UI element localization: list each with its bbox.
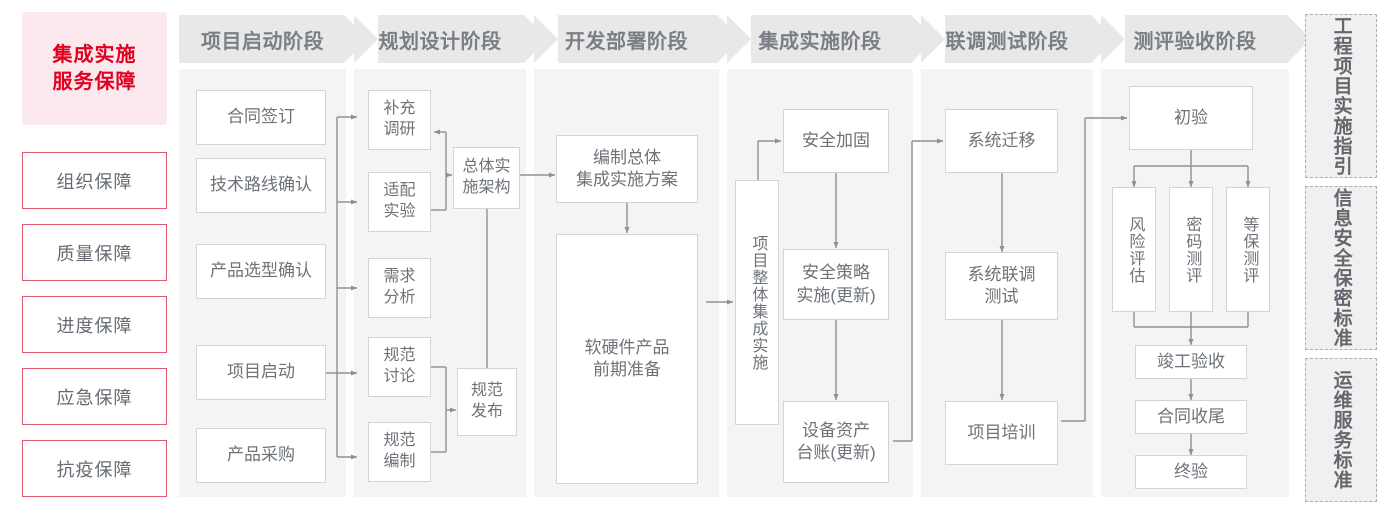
node-classified-protection-evaluation[interactable]: 等保测评 — [1226, 187, 1270, 312]
phase-header-label-4: 集成实施阶段 — [758, 30, 882, 53]
standard-label: 运维服务标准 — [1330, 370, 1352, 490]
node-line-1: 编制总体 — [593, 147, 661, 167]
chevron-notch-icon — [727, 15, 751, 63]
node-line-2: 讨论 — [383, 368, 416, 385]
chevron-notch-icon — [1101, 15, 1125, 63]
node-security-hardening[interactable]: 安全加固 — [783, 109, 889, 173]
node-equipment-asset-ledger[interactable]: 设备资产 台账(更新) — [783, 401, 889, 483]
node-line-2: 调研 — [383, 121, 416, 138]
node-line-2: 发布 — [470, 403, 503, 420]
node-spec-drafting[interactable]: 规范 编制 — [368, 422, 431, 482]
sidebar-item-quality[interactable]: 质量保障 — [22, 224, 167, 281]
chevron-shape — [921, 15, 1093, 63]
node-line-1: 总体实 — [462, 158, 511, 176]
node-line-2: 分析 — [383, 289, 416, 306]
node-hardware-software-preparation[interactable]: 软硬件产品 前期准备 — [556, 234, 698, 484]
phase-header-label-1: 项目启动阶段 — [201, 30, 324, 53]
standard-label: 信息安全保密标准 — [1330, 188, 1352, 348]
node-line-1: 需求 — [383, 268, 416, 286]
chevron-shape — [179, 15, 346, 63]
phase-header-label-5: 联调测试阶段 — [945, 30, 1069, 53]
standard-engineering-project-guideline[interactable]: 工程项目实施指引 — [1305, 14, 1377, 178]
sidebar-title: 集成实施 服务保障 — [22, 12, 167, 125]
standard-information-security-confidentiality[interactable]: 信息安全保密标准 — [1305, 186, 1377, 350]
node-line-2: 测试 — [984, 287, 1019, 306]
chevron-shape — [354, 15, 526, 63]
node-line-1: 设备资产 — [801, 420, 870, 440]
node-product-selection-confirm[interactable]: 产品选型确认 — [196, 244, 326, 299]
phase-header-label-6: 测评验收阶段 — [1133, 30, 1257, 53]
node-contract-closure[interactable]: 合同收尾 — [1135, 400, 1247, 434]
phase-header-3[interactable]: 开发部署阶段 — [534, 15, 742, 63]
sidebar-item-emergency[interactable]: 应急保障 — [22, 368, 167, 425]
node-line-2: 施架构 — [462, 179, 511, 196]
node-system-joint-debug-test[interactable]: 系统联调 测试 — [945, 252, 1058, 320]
node-line-1: 规范 — [383, 432, 416, 450]
node-cryptography-evaluation[interactable]: 密码测评 — [1169, 187, 1213, 312]
node-line-1: 软硬件产品 — [584, 337, 670, 357]
node-line-2: 编制 — [383, 453, 416, 470]
standard-operation-maintenance-service[interactable]: 运维服务标准 — [1305, 358, 1377, 502]
node-line-2: 实验 — [383, 203, 416, 220]
chevron-shape — [1101, 15, 1289, 63]
node-line-1: 补充 — [383, 100, 416, 118]
node-line-2: 台账(更新) — [796, 443, 876, 462]
node-preliminary-acceptance[interactable]: 初验 — [1129, 86, 1253, 150]
node-project-kickoff[interactable]: 项目启动 — [196, 345, 326, 400]
sidebar-title-line1: 集成实施 — [52, 43, 137, 66]
phase-header-label-2: 规划设计阶段 — [378, 30, 502, 53]
phase-header-label-3: 开发部署阶段 — [565, 30, 688, 53]
chevron-notch-icon — [354, 15, 378, 63]
node-overall-integration-plan[interactable]: 编制总体 集成实施方案 — [556, 135, 698, 203]
node-line-1: 规范 — [383, 347, 416, 365]
node-line-1: 系统联调 — [967, 264, 1036, 284]
node-completion-acceptance[interactable]: 竣工验收 — [1135, 345, 1247, 379]
node-line-2: 实施(更新) — [796, 285, 876, 305]
node-risk-assessment[interactable]: 风险评估 — [1112, 187, 1156, 312]
chevron-shape — [534, 15, 719, 63]
node-tech-route-confirm[interactable]: 技术路线确认 — [196, 158, 326, 213]
node-project-overall-integration[interactable]: 项目整体集成实施 — [735, 180, 779, 425]
node-overall-implementation-architecture[interactable]: 总体实 施架构 — [453, 147, 520, 209]
node-security-policy-implementation[interactable]: 安全策略 实施(更新) — [783, 249, 889, 320]
node-product-procurement[interactable]: 产品采购 — [196, 428, 326, 483]
node-spec-publication[interactable]: 规范 发布 — [457, 368, 517, 436]
node-final-acceptance[interactable]: 终验 — [1135, 455, 1247, 489]
node-project-training[interactable]: 项目培训 — [945, 401, 1058, 465]
node-spec-discussion[interactable]: 规范 讨论 — [368, 337, 431, 397]
chevron-shape — [727, 15, 913, 63]
phase-header-1[interactable]: 项目启动阶段 — [179, 15, 369, 63]
node-line-1: 适配 — [383, 182, 416, 200]
sidebar-item-schedule[interactable]: 进度保障 — [22, 296, 167, 353]
phase-header-6[interactable]: 测评验收阶段 — [1101, 15, 1312, 63]
sidebar-title-line2: 服务保障 — [52, 70, 137, 93]
chevron-notch-icon — [534, 15, 558, 63]
node-line-2: 集成实施方案 — [576, 170, 678, 189]
node-line-1: 规范 — [470, 382, 503, 400]
phase-header-5[interactable]: 联调测试阶段 — [921, 15, 1116, 63]
node-contract-signing[interactable]: 合同签订 — [196, 90, 326, 145]
phase-header-4[interactable]: 集成实施阶段 — [727, 15, 936, 63]
node-requirement-analysis[interactable]: 需求 分析 — [368, 258, 431, 318]
standard-label: 工程项目实施指引 — [1330, 16, 1352, 176]
node-supplementary-survey[interactable]: 补充 调研 — [368, 90, 431, 150]
sidebar-item-epidemic[interactable]: 抗疫保障 — [22, 440, 167, 497]
node-adaptation-experiment[interactable]: 适配 实验 — [368, 172, 431, 232]
node-system-migration[interactable]: 系统迁移 — [945, 109, 1058, 173]
node-line-1: 安全策略 — [801, 263, 870, 283]
chevron-notch-icon — [921, 15, 945, 63]
node-line-2: 前期准备 — [593, 360, 661, 379]
sidebar-item-organization[interactable]: 组织保障 — [22, 152, 167, 209]
phase-header-2[interactable]: 规划设计阶段 — [354, 15, 549, 63]
